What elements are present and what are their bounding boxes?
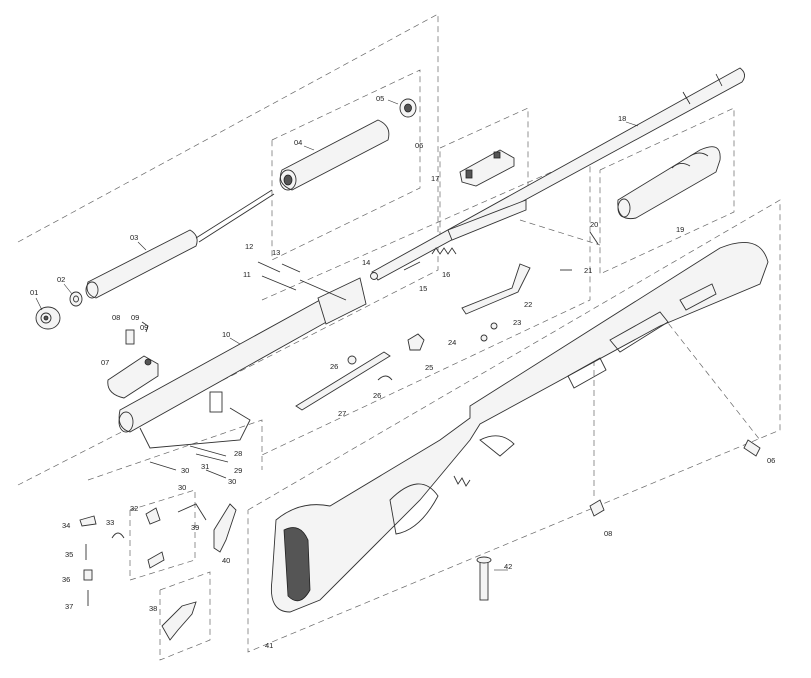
- label-30b: 30: [178, 483, 186, 492]
- label-19: 19: [676, 225, 684, 234]
- part-05-cap: [399, 98, 417, 118]
- label-06b: 06: [767, 456, 775, 465]
- label-20: 20: [590, 220, 598, 229]
- label-42: 42: [504, 562, 512, 571]
- label-10: 10: [222, 330, 230, 339]
- label-04: 04: [294, 138, 302, 147]
- part-10-receiver: [118, 277, 367, 449]
- label-13: 13: [272, 248, 280, 257]
- label-37: 37: [65, 602, 73, 611]
- label-31: 31: [201, 462, 209, 471]
- part-03-compression-tube: [85, 189, 275, 299]
- group-outlines: [17, 13, 781, 661]
- label-30c: 30: [228, 477, 236, 486]
- label-05: 05: [376, 94, 384, 103]
- label-11: 11: [243, 270, 251, 279]
- label-08b: 08: [604, 529, 612, 538]
- label-32: 32: [130, 504, 138, 513]
- part-17-rear-sight: [459, 149, 515, 187]
- label-12: 12: [245, 242, 253, 251]
- part-07-block: [107, 321, 159, 399]
- label-40: 40: [222, 556, 230, 565]
- part-27-rail: [295, 351, 393, 411]
- parts-23-25-small: [407, 322, 498, 351]
- label-01: 01: [30, 288, 38, 297]
- label-25: 25: [425, 363, 433, 372]
- part-01-end-cap: [35, 306, 61, 330]
- label-09b: 09: [140, 323, 148, 332]
- part-08-screw: [589, 499, 605, 517]
- part-18-barrel: [371, 67, 745, 281]
- label-22: 22: [524, 300, 532, 309]
- label-03: 03: [130, 233, 138, 242]
- label-38: 38: [149, 604, 157, 613]
- label-41: 41: [265, 641, 273, 650]
- label-27: 27: [338, 409, 346, 418]
- label-26a: 26: [330, 362, 338, 371]
- label-07: 07: [101, 358, 109, 367]
- parts-20-21-small-pins: [560, 231, 599, 271]
- label-35: 35: [65, 550, 73, 559]
- label-26b: 26: [373, 391, 381, 400]
- part-06-screw: [743, 439, 761, 457]
- label-23: 23: [513, 318, 521, 327]
- label-02: 02: [57, 275, 65, 284]
- label-34: 34: [62, 521, 70, 530]
- label-39: 39: [191, 523, 199, 532]
- label-33: 33: [106, 518, 114, 527]
- leader-lines: [35, 99, 639, 571]
- label-08: 08: [112, 313, 120, 322]
- part-42-bolt: [476, 556, 492, 601]
- parts-14-16-spring: [370, 247, 457, 280]
- label-28: 28: [234, 449, 242, 458]
- label-16: 16: [442, 270, 450, 279]
- label-21: 21: [584, 266, 592, 275]
- label-14: 14: [362, 258, 370, 267]
- parts-32-40-internals: [79, 503, 237, 641]
- part-41-stock: [270, 241, 769, 613]
- label-17: 17: [431, 174, 439, 183]
- part-04-tube: [279, 119, 390, 191]
- label-09: 09: [131, 313, 139, 322]
- part-19-muzzle-shroud: [617, 146, 721, 220]
- part-02-washer: [69, 291, 83, 307]
- label-30a: 30: [181, 466, 189, 475]
- label-15: 15: [419, 284, 427, 293]
- parts-28-31-trigger-group: [149, 445, 229, 479]
- part-labels: 01 02 03 04 05 06 07 08 09 10 11 12 13 1…: [30, 94, 775, 650]
- label-24: 24: [448, 338, 456, 347]
- parts-11-13-pins: [257, 261, 347, 301]
- label-29: 29: [234, 466, 242, 475]
- part-22-lever: [461, 263, 531, 315]
- label-06: 06: [415, 141, 423, 150]
- label-36: 36: [62, 575, 70, 584]
- label-18: 18: [618, 114, 626, 123]
